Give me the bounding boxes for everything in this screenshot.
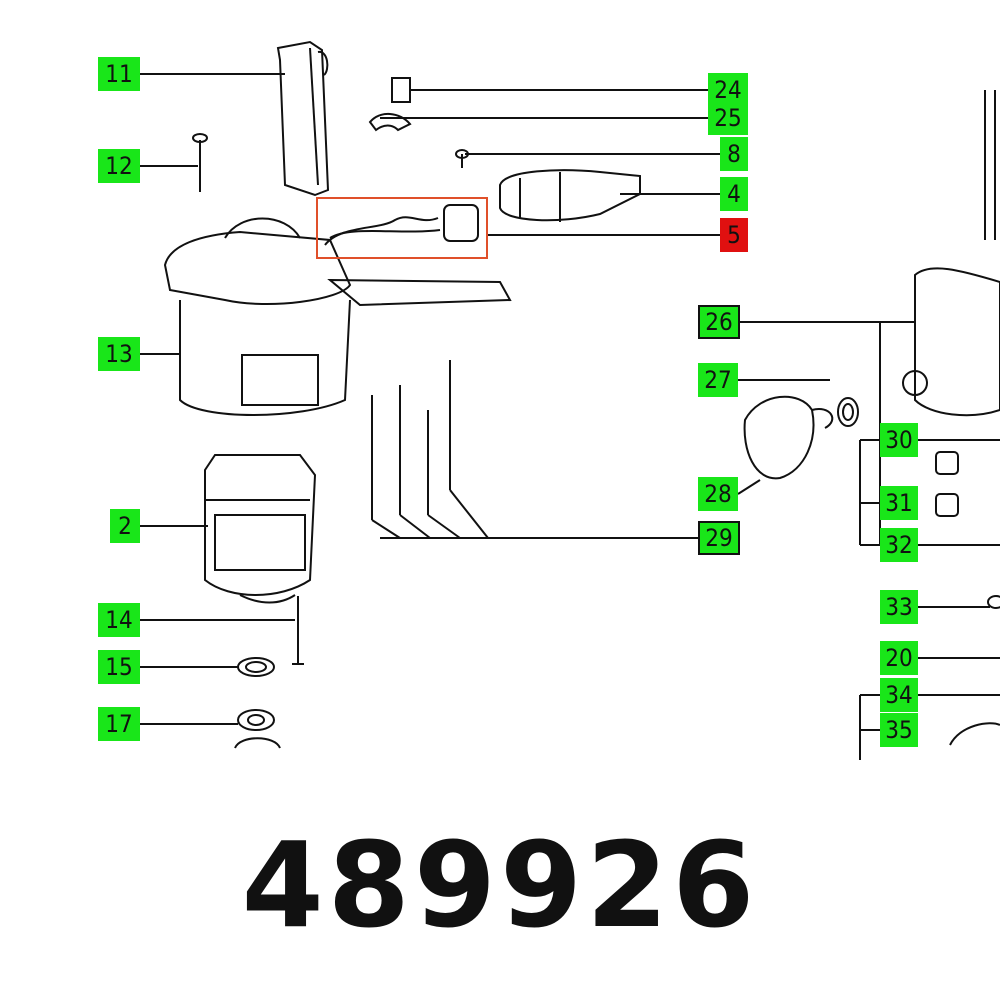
- callout-30[interactable]: 30: [880, 423, 918, 457]
- callout-11[interactable]: 11: [98, 57, 140, 91]
- callout-20[interactable]: 20: [880, 641, 918, 675]
- callout-27[interactable]: 27: [698, 363, 738, 397]
- part-number: 489926: [241, 816, 759, 954]
- callout-32[interactable]: 32: [880, 528, 918, 562]
- callout-35[interactable]: 35: [880, 713, 918, 747]
- callout-26[interactable]: 26: [698, 305, 740, 339]
- callout-31[interactable]: 31: [880, 486, 918, 520]
- callout-34[interactable]: 34: [880, 678, 918, 712]
- exploded-parts-diagram: [140, 40, 1000, 760]
- callout-4[interactable]: 4: [720, 177, 748, 211]
- callout-2[interactable]: 2: [110, 509, 140, 543]
- callout-14[interactable]: 14: [98, 603, 140, 637]
- callout-5-selected[interactable]: 5: [720, 218, 748, 252]
- callout-33[interactable]: 33: [880, 590, 918, 624]
- callout-8[interactable]: 8: [720, 137, 748, 171]
- callout-13[interactable]: 13: [98, 337, 140, 371]
- callout-25[interactable]: 25: [708, 101, 748, 135]
- callout-15[interactable]: 15: [98, 650, 140, 684]
- callout-12[interactable]: 12: [98, 149, 140, 183]
- callout-17[interactable]: 17: [98, 707, 140, 741]
- selected-part-highlight: [316, 197, 488, 259]
- callout-28[interactable]: 28: [698, 477, 738, 511]
- callout-29[interactable]: 29: [698, 521, 740, 555]
